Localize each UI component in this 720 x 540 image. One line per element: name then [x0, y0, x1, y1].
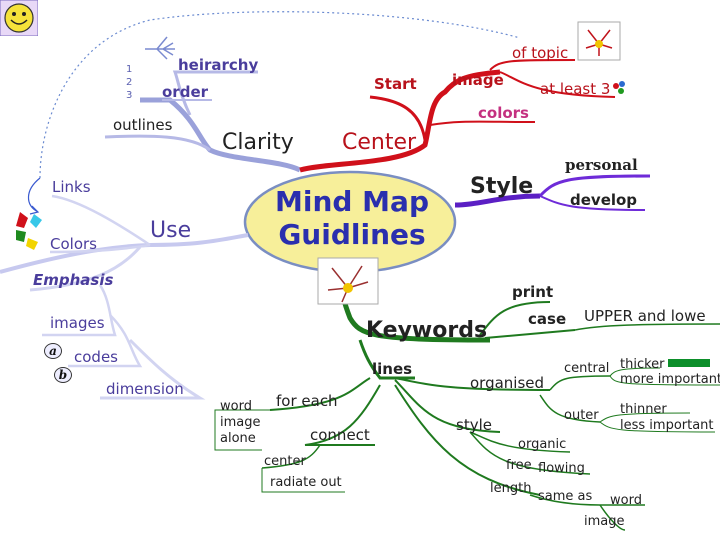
image-label-bottom: image	[220, 416, 261, 429]
topic-image-icon	[578, 22, 620, 60]
flowing-label: flowing	[538, 462, 585, 475]
badge-b: b	[54, 367, 72, 383]
start-label: Start	[374, 77, 417, 92]
use-label: Use	[150, 220, 191, 242]
thicker-bar	[668, 359, 710, 367]
colors-branch	[430, 122, 535, 125]
same-as-label: same as	[538, 490, 592, 503]
lines-label: lines	[372, 362, 412, 377]
color-splash-icon	[16, 212, 42, 250]
clarity-label: Clarity	[222, 132, 294, 154]
center-label: Center	[342, 132, 416, 154]
links-label: Links	[52, 180, 91, 195]
style-bottom-label: style	[456, 418, 492, 433]
dimension-label: dimension	[106, 382, 184, 397]
less-important-label: less important	[620, 419, 714, 432]
personal-label: personal	[565, 158, 638, 173]
codes-label: codes	[74, 350, 118, 365]
central-title-line1: Mind Map	[252, 185, 452, 218]
num-2: 2	[126, 78, 132, 88]
organised-label: organised	[470, 376, 544, 391]
upper-lower-label: UPPER and lowe	[584, 309, 706, 324]
more-important-label: more important	[620, 373, 720, 386]
word-label: word	[220, 400, 252, 413]
colors-left-label: Colors	[50, 237, 97, 252]
smiley-face-icon	[0, 0, 38, 36]
at-least-3-label: at least 3	[540, 82, 610, 97]
alone-label: alone	[220, 432, 256, 445]
image-r-label: image	[584, 515, 625, 528]
heirarchy-label: heirarchy	[178, 58, 258, 73]
keywords-image-icon	[318, 258, 378, 304]
links-arrow	[28, 178, 40, 212]
style-label: Style	[470, 176, 533, 198]
image-label: image	[452, 73, 504, 88]
num-1: 1	[126, 65, 132, 75]
central-label: central	[564, 362, 609, 375]
of-topic-label: of topic	[512, 46, 568, 61]
center-bottom-label: center	[264, 455, 306, 468]
num-3: 3	[126, 91, 132, 101]
radiate-out-label: radiate out	[270, 476, 342, 489]
outlines-branch	[105, 136, 210, 150]
develop-label: develop	[570, 193, 637, 208]
emphasis-label: Emphasis	[33, 273, 113, 288]
for-each-label: for each	[276, 394, 338, 409]
length-label: length	[490, 482, 531, 495]
case-label: case	[528, 312, 566, 327]
print-label: print	[512, 285, 553, 300]
keywords-label: Keywords	[366, 320, 487, 342]
central-branch	[550, 376, 610, 390]
case-branch	[485, 330, 575, 338]
tree-icon	[145, 37, 175, 59]
colors-top-label: colors	[478, 106, 529, 121]
images-label: images	[50, 316, 105, 331]
order-label: order	[162, 85, 208, 100]
organic-label: organic	[518, 438, 566, 451]
word-r-label: word	[610, 494, 642, 507]
central-title-line2: Guidlines	[252, 218, 452, 251]
thicker-label: thicker	[620, 358, 665, 371]
use-branch	[0, 235, 248, 272]
central-topic: Mind Map Guidlines	[252, 185, 452, 251]
badge-a: a	[44, 343, 62, 359]
outer-label: outer	[564, 409, 599, 422]
colors-dots-icon	[613, 81, 625, 94]
outlines-label: outlines	[113, 118, 172, 133]
free-label: free	[506, 459, 532, 472]
thinner-label: thinner	[620, 403, 667, 416]
connect-label: connect	[310, 428, 370, 443]
